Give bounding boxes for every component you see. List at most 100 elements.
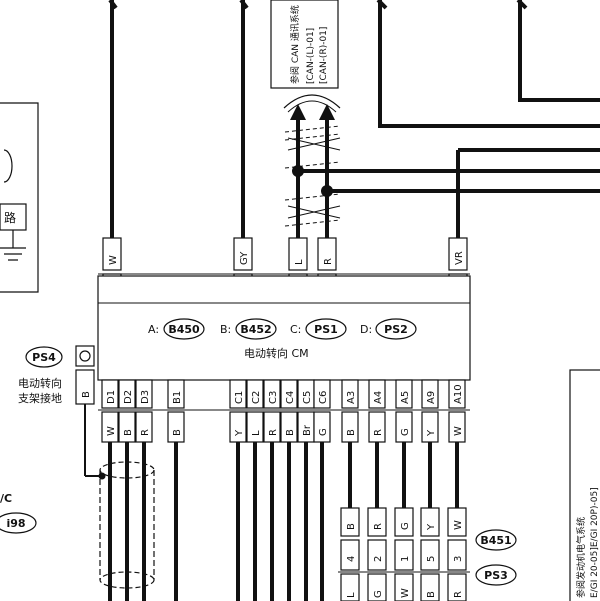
wire-stub (108, 0, 118, 10)
bottom-pin-number: A10 (453, 384, 464, 404)
i98-connector (0, 512, 37, 534)
bottom-pin-number: C3 (268, 391, 279, 404)
bottom-wire-color-box (246, 411, 264, 443)
b451-label: B451 (480, 534, 511, 547)
top-wire-color-box (233, 237, 253, 271)
b451-color-above: R (373, 523, 384, 530)
b451-pin-number: 5 (426, 556, 437, 562)
b451-color-below: G (373, 590, 384, 598)
bottom-wire-color-box (118, 411, 136, 443)
ps4-label: PS4 (32, 351, 56, 364)
bottom-pin-number: C4 (285, 391, 296, 404)
b451-color-below: W (400, 588, 411, 598)
ps3-connector (475, 564, 517, 586)
connector-badge (305, 318, 347, 340)
bottom-wire-color-box (341, 411, 359, 443)
b451-pin-number: 4 (346, 556, 357, 562)
ground-icon (0, 230, 26, 261)
top-wire-color: L (294, 259, 305, 265)
bottom-pin-number: C1 (234, 391, 245, 404)
b451-wire-color-box (447, 573, 467, 601)
bottom-wire-color-box (395, 411, 413, 443)
b451-color-below: L (346, 592, 357, 598)
bottom-wire-color: W (453, 426, 464, 436)
bottom-wire-color: Y (426, 429, 437, 437)
connector-id: PS1 (314, 323, 338, 336)
wire-right-bus (378, 0, 600, 128)
top-wire-color: R (323, 258, 334, 265)
connector-prefix: B: (220, 323, 231, 336)
connector-prefix: D: (360, 323, 372, 336)
bottom-pin-box (421, 379, 439, 409)
top-wire-color: GY (239, 251, 250, 265)
bottom-wire-color: B (346, 429, 357, 436)
bottom-wire-color: G (400, 428, 411, 436)
top-wire-color-box (317, 237, 337, 271)
i98-label: i98 (6, 517, 25, 530)
b451-wire-color-box (340, 507, 360, 537)
left-partial-box (0, 102, 39, 293)
bottom-wire-color: Y (234, 429, 245, 437)
bottom-wire-color: B (172, 429, 183, 436)
b451-wire-color-box (394, 507, 414, 537)
bottom-pin-box (135, 379, 153, 409)
bottom-pin-box (395, 379, 413, 409)
bottom-wire-color-box (280, 411, 298, 443)
bottom-wire-color-box (229, 411, 247, 443)
wc-label: /C (0, 492, 12, 505)
wire-right-bus (518, 0, 600, 102)
can-ref-line2: [CAN-(L)-01] (306, 28, 316, 84)
b451-connector (475, 529, 517, 551)
bottom-pin-number: A4 (373, 391, 384, 404)
left-partial-inner-box (0, 203, 27, 231)
bottom-wire-color-box (135, 411, 153, 443)
bottom-pin-box (118, 379, 136, 409)
wire-stub (376, 0, 388, 10)
b451-color-above: W (453, 520, 464, 530)
ground-label-line2: 支架接地 (18, 392, 62, 405)
can-reference-box (270, 0, 339, 89)
connector-prefix: A: (148, 323, 159, 336)
bottom-wire-color: W (106, 426, 117, 436)
bottom-pin-number: D3 (140, 390, 151, 404)
bottom-pin-box (341, 379, 359, 409)
bottom-pin-number: D2 (123, 390, 134, 404)
connector-id: B452 (240, 323, 271, 336)
bottom-pin-number: C6 (318, 391, 329, 404)
connector-id: B450 (168, 323, 200, 336)
bottom-pin-number: D1 (106, 390, 117, 404)
bottom-wire-color-box (263, 411, 281, 443)
bottom-pin-box (167, 379, 185, 409)
twist-marks (284, 125, 341, 169)
b451-wire-color-box (340, 573, 360, 601)
wire-stub (516, 0, 528, 10)
bottom-wire-color: B (285, 429, 296, 436)
bottom-wire-color: R (268, 429, 279, 436)
bottom-wire-color-box (167, 411, 185, 443)
b451-pin-box (394, 539, 414, 571)
bottom-pin-box (246, 379, 264, 409)
connector-prefix: C: (290, 323, 301, 336)
b451-color-above: Y (426, 523, 437, 531)
b451-color-below: R (453, 591, 464, 598)
shield-ellipse (99, 571, 155, 589)
ground-label-line1: 电动转向 (18, 376, 62, 390)
b451-pin-box (367, 539, 387, 571)
bottom-pin-box (229, 379, 247, 409)
connector-badge (235, 318, 277, 340)
bottom-pin-box (313, 379, 331, 409)
top-wire-color: W (108, 255, 119, 265)
b451-wire-color-box (447, 507, 467, 537)
can-ref-line1: 参阅 CAN 通讯系统 (289, 5, 301, 84)
bottom-pin-number: C2 (251, 391, 262, 404)
ps4-pin-color: B (81, 391, 92, 398)
can-bracket (283, 94, 341, 109)
bottom-pin-number: B1 (172, 391, 183, 404)
connector-badge (375, 318, 417, 340)
bottom-pin-row: D1WD2BD3RB1BC1YC2LC3RC4BC5BrC6GA3BA4RA5G… (98, 379, 470, 601)
bottom-wire-color: B (123, 429, 134, 436)
bottom-pin-box (263, 379, 281, 409)
top-wire-color-box (102, 237, 122, 271)
b451-pin-box (420, 539, 440, 571)
connector-badge (163, 318, 205, 340)
